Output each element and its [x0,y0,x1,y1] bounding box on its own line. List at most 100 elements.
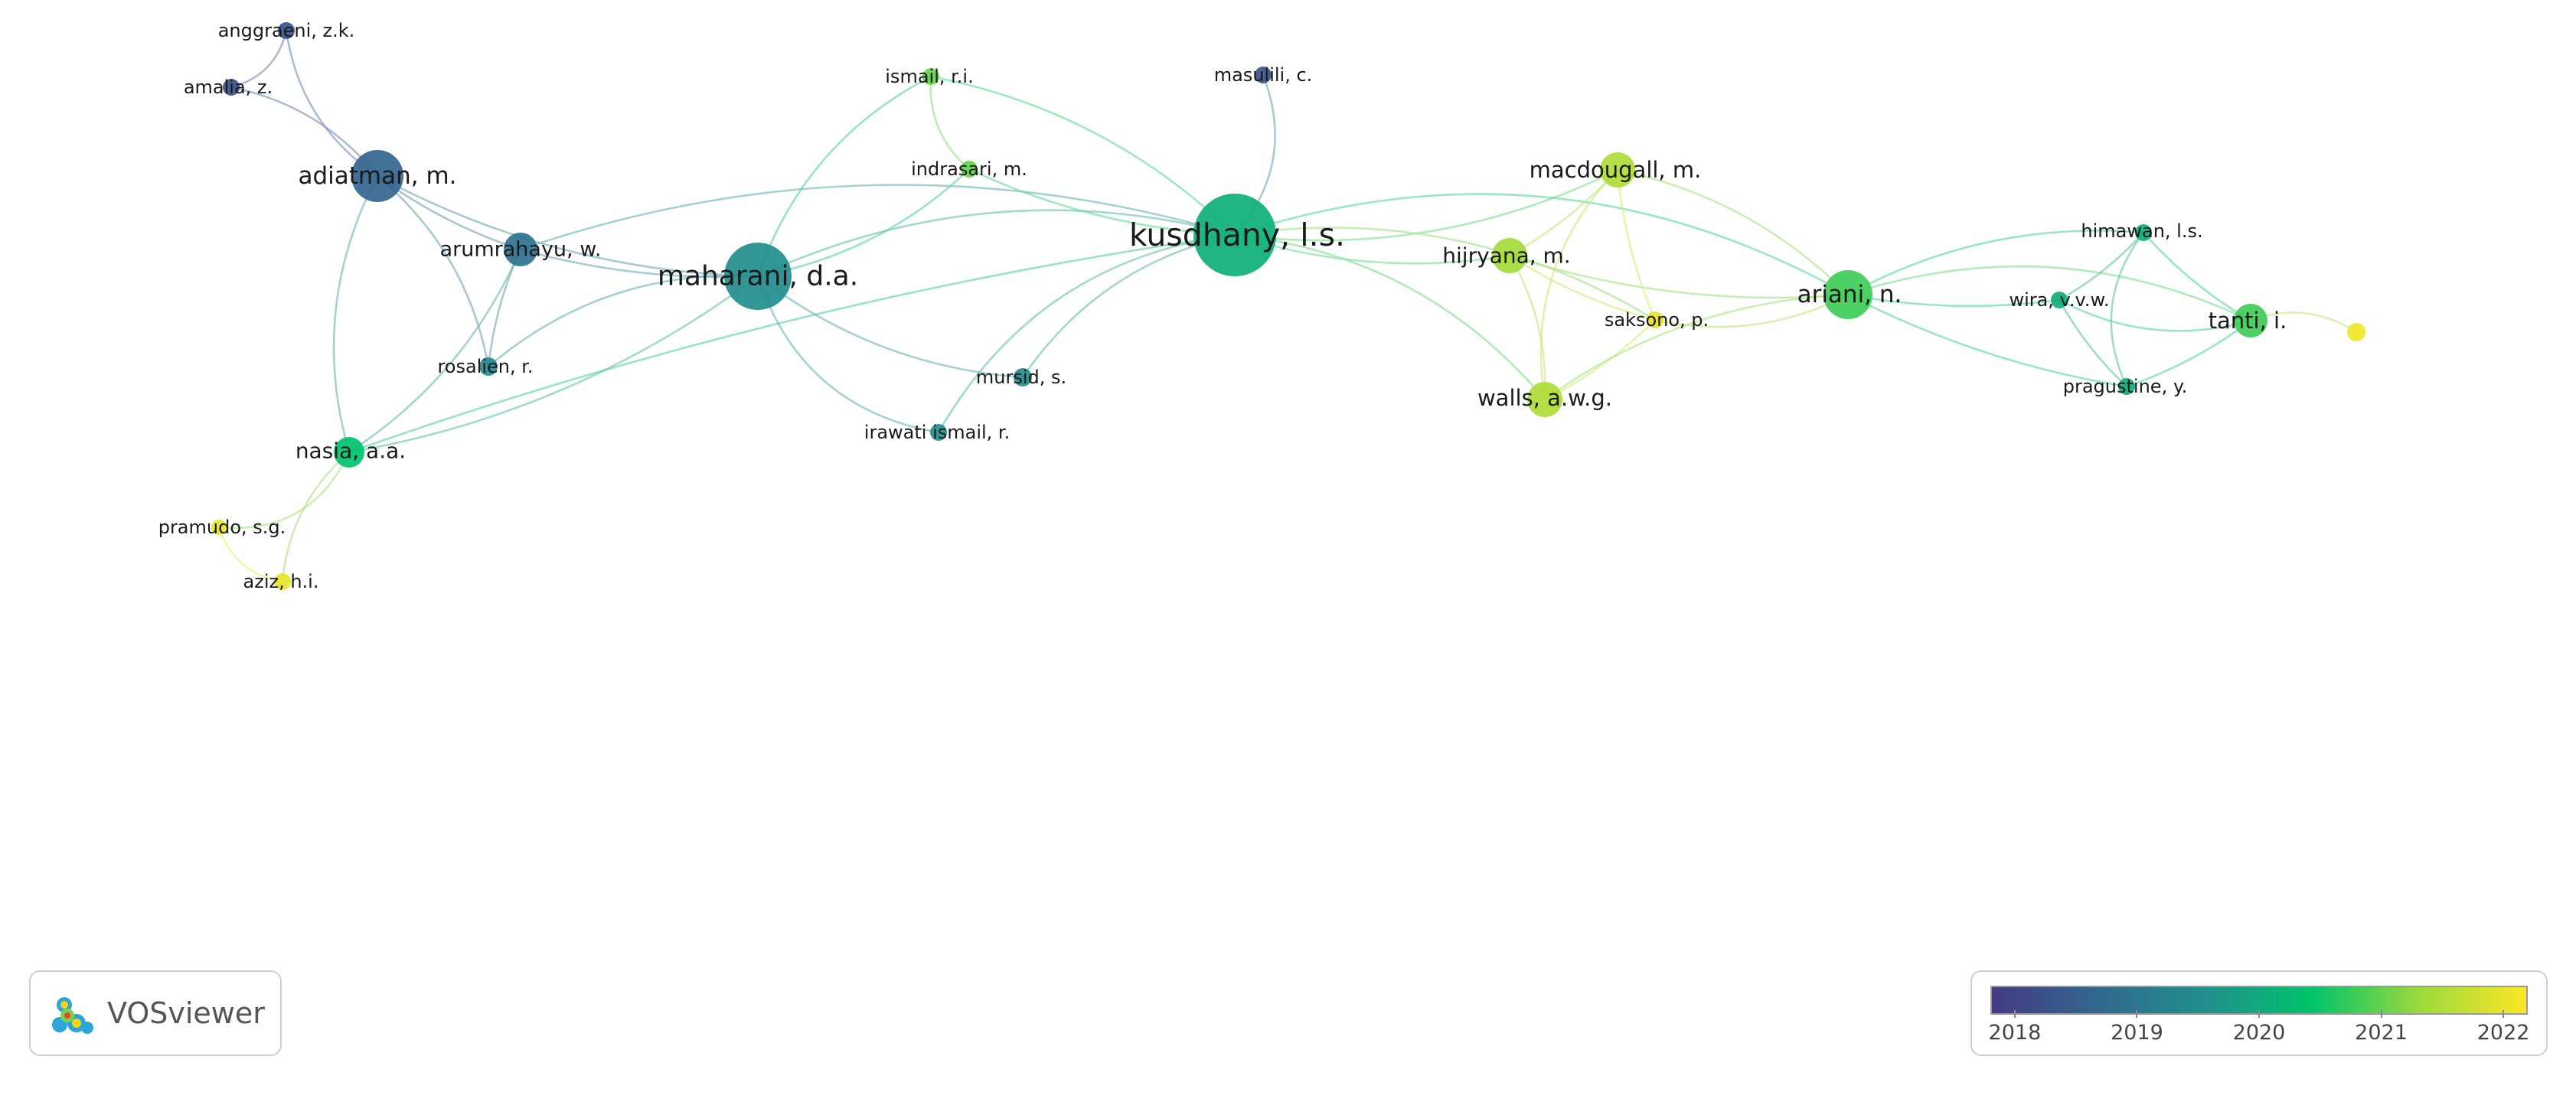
node-label-ariani[interactable]: ariani, n. [1797,281,1902,308]
edge-wira-himawan [2059,232,2144,302]
node-himawan[interactable] [2135,224,2152,241]
node-amalia[interactable] [223,79,240,96]
node-pramudo[interactable] [211,520,227,535]
node-label-saksono[interactable]: saksono, p. [1605,309,1709,331]
node-maharani[interactable] [724,243,792,310]
edge-kusdhany-macdougall [1234,168,1618,242]
node-irawati[interactable] [930,424,947,441]
edge-adiatman-rosalien [377,175,490,367]
edge-wira-pragustine [2058,299,2127,387]
edge-pragustine-tanti [2126,319,2251,388]
edge-arumrahayu-kusdhany [520,184,1236,251]
edge-irawati-kusdhany [937,233,1236,433]
node-hijryana[interactable] [1492,238,1527,273]
legend-tick [2503,1010,2505,1018]
node-aziz[interactable] [274,573,291,590]
edge-nasia-maharani [348,275,759,454]
edge-maharani-kusdhany [757,209,1236,278]
legend-tick [2380,1010,2382,1018]
node-rosalien[interactable] [479,357,498,376]
legend-tick-label: 2022 [2476,1021,2530,1045]
vosviewer-logo-icon [52,997,93,1034]
node-adiatman[interactable] [351,150,403,202]
node-anggraeni[interactable] [278,22,295,39]
legend-tick [2013,1010,2016,1018]
node-saksono[interactable] [1647,311,1663,328]
brand-name: VOSviewer [107,996,265,1030]
edges-layer [217,30,2357,583]
node-label-hijryana[interactable]: hijryana, m. [1442,243,1570,269]
edge-nasia-aziz [281,452,350,582]
node-label-pramudo[interactable]: pramudo, s.g. [158,517,286,538]
node-label-tanti[interactable]: tanti, i. [2209,308,2287,334]
node-wira[interactable] [2051,292,2068,308]
node-arumrahayu[interactable] [504,233,537,266]
node-label-anggraeni[interactable]: anggraeni, z.k. [218,20,355,41]
node-label-walls[interactable]: walls, a.w.g. [1477,385,1612,411]
color-legend: 2018 2019 2020 2021 2022 [1970,970,2548,1056]
node-ariani[interactable] [1823,270,1872,319]
vosviewer-brand: VOSviewer [29,970,282,1056]
node-unlabeled[interactable] [2347,323,2365,341]
node-label-macdougall[interactable]: macdougall, m. [1530,157,1702,183]
node-label-pragustine[interactable]: pragustine, y. [2063,376,2187,397]
edge-arumrahayu-nasia [348,249,522,454]
node-pragustine[interactable] [2118,378,2135,395]
nodes-layer [211,22,2365,590]
edge-kusdhany-ariani [1234,193,1849,296]
node-kusdhany[interactable] [1193,194,1276,276]
legend-tick-label: 2018 [1988,1021,2042,1045]
node-masulili[interactable] [1255,67,1272,83]
node-label-indrasari[interactable]: indrasari, m. [911,158,1027,180]
edge-maharani-mursid [757,275,1024,379]
node-label-rosalien[interactable]: rosalien, r. [437,356,533,377]
edge-adiatman-nasia [332,175,379,453]
node-label-amalia[interactable]: amalia, z. [184,77,273,98]
node-mursid[interactable] [1014,368,1032,386]
node-label-mursid[interactable]: mursid, s. [976,367,1066,388]
edge-pramudo-aziz [217,527,283,583]
edge-adiatman-maharani [377,174,759,278]
node-label-wira[interactable]: wira, v.v.w. [2009,289,2109,311]
edge-macdougall-ariani [1617,168,1849,295]
labels-layer: anggraeni, z.k. amalia, z. adiatman, m. aru… [158,20,2287,592]
edge-ismail-indrasari [929,76,970,170]
edge-hijryana-saksono [1509,254,1656,321]
edge-ismail-kusdhany [930,75,1236,236]
node-label-arumrahayu[interactable]: arumrahayu, w. [440,238,602,262]
edge-kusdhany-walls [1234,233,1546,400]
node-walls[interactable] [1527,382,1562,417]
node-macdougall[interactable] [1600,152,1635,187]
edge-nasia-pramudo [218,452,351,530]
node-label-nasia[interactable]: nasia, a.a. [295,439,406,464]
edge-wira-tanti [2059,298,2251,332]
edge-rosalien-maharani [488,274,759,367]
edge-arumrahayu-rosalien [487,249,522,367]
node-label-masulili[interactable]: masulili, c. [1214,64,1313,86]
node-label-kusdhany[interactable]: kusdhany, l.s. [1129,217,1345,253]
node-nasia[interactable] [334,437,364,468]
edge-ariani-himawan [1847,230,2144,296]
edge-kusdhany-saksono [1234,227,1656,321]
node-label-aziz[interactable]: aziz, h.i. [243,571,319,592]
node-tanti[interactable] [2234,304,2267,337]
legend-tick-label: 2020 [2232,1021,2286,1045]
edge-maharani-ismail [756,75,932,277]
node-label-adiatman[interactable]: adiatman, m. [298,162,456,190]
node-ismail[interactable] [922,68,939,85]
edge-anggraeni-amalia [230,30,288,89]
edge-nasia-kusdhany [348,233,1236,454]
edge-ariani-wira [1847,293,2060,308]
node-label-himawan[interactable]: himawan, l.s. [2081,220,2202,242]
edge-ariani-pragustine [1847,293,2127,388]
node-label-maharani[interactable]: maharani, d.a. [658,261,858,292]
node-indrasari[interactable] [961,161,978,178]
legend-tick-label: 2021 [2355,1021,2408,1045]
node-label-irawati[interactable]: irawati ismail, r. [864,422,1010,443]
edge-ariani-tanti [1847,265,2251,322]
edge-himawan-pragustine [2110,232,2145,387]
legend-tick-label: 2019 [2111,1021,2163,1045]
node-label-ismail[interactable]: ismail, r.i. [885,66,973,87]
edge-macdougall-walls [1539,169,1618,400]
